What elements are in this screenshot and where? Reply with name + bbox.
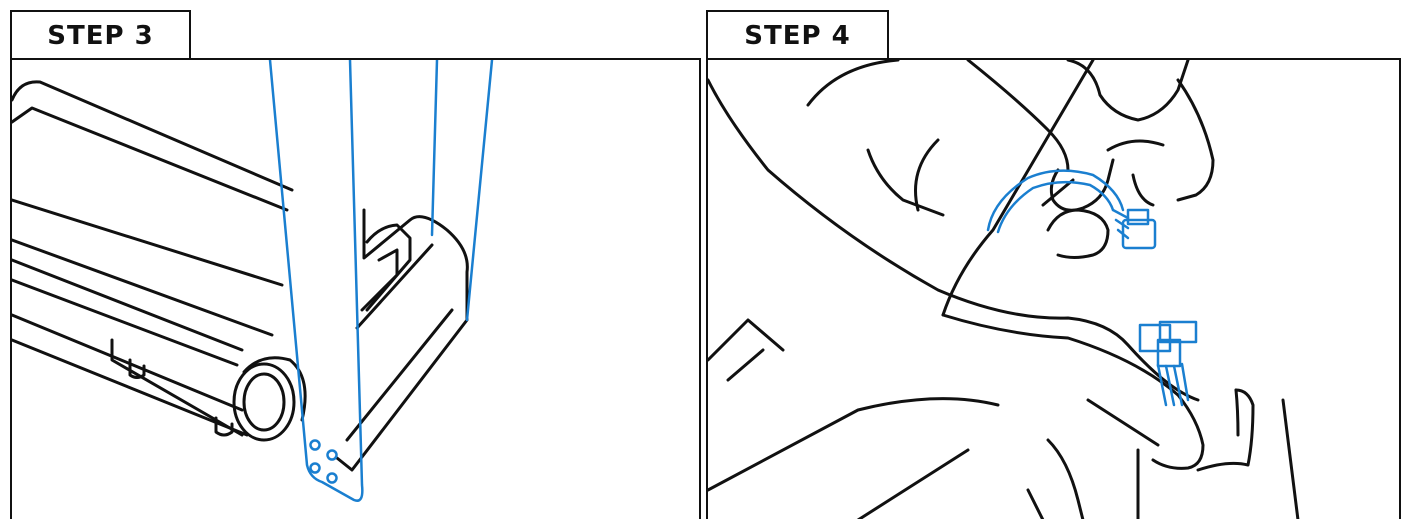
hand-outline bbox=[943, 60, 1213, 315]
lower-connector-a bbox=[1140, 325, 1170, 351]
step-4-label: STEP 4 bbox=[744, 21, 850, 51]
bolt-hole bbox=[328, 474, 337, 483]
step-4-panel bbox=[706, 58, 1401, 519]
bolt-hole bbox=[328, 451, 337, 460]
bolt-hole bbox=[311, 441, 320, 450]
roller-knob bbox=[234, 358, 305, 440]
step-3-panel bbox=[10, 58, 701, 519]
step-3-tab: STEP 3 bbox=[10, 10, 191, 60]
upper-connector-clip bbox=[1128, 210, 1148, 224]
step-4-illustration bbox=[708, 60, 1401, 519]
step-3-label: STEP 3 bbox=[47, 21, 153, 51]
bolt-hole bbox=[311, 464, 320, 473]
step-3-illustration bbox=[12, 60, 701, 519]
connector-cable bbox=[988, 171, 1196, 405]
step-4-tab: STEP 4 bbox=[706, 10, 889, 60]
cable-tube bbox=[1138, 390, 1298, 519]
